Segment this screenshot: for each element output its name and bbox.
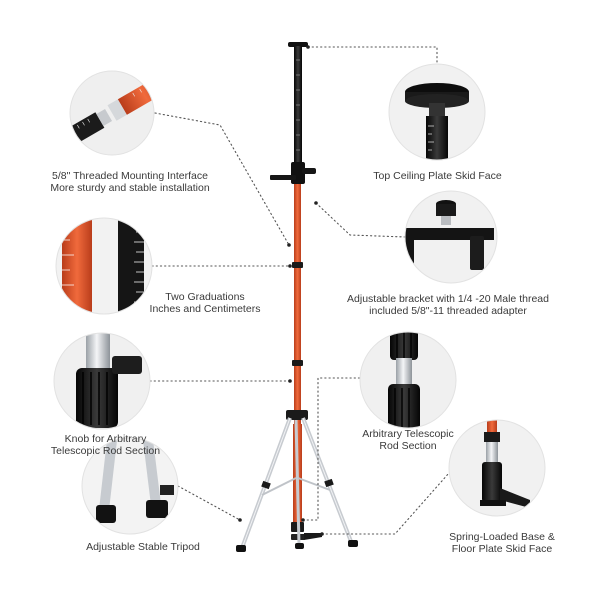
- leader-endpoints: [238, 45, 324, 536]
- caption-bracket: Adjustable bracket with 1/4 -20 Male thr…: [347, 293, 549, 317]
- caption-knob: Knob for Arbitrary Telescopic Rod Sectio…: [50, 433, 161, 457]
- leader-lines: [149, 46, 450, 535]
- floor-plate-icon: [448, 419, 546, 517]
- leader-base: [321, 472, 450, 535]
- caption-ceiling: Top Ceiling Plate Skid Face: [373, 170, 502, 182]
- leader-ceiling: [307, 46, 438, 65]
- leader-bracket: [315, 202, 406, 238]
- lock-knob-icon: [53, 332, 151, 430]
- tripod-feet-icon: [81, 437, 179, 535]
- rod-section-icon: [359, 331, 457, 429]
- caption-rod: Arbitrary Telescopic Rod Section: [362, 428, 454, 452]
- leader-mount: [154, 112, 290, 246]
- caption-mount: 5/8" Threaded Mounting Interface More st…: [50, 170, 210, 194]
- threaded-mount-icon: [69, 70, 155, 156]
- bracket-adapter-icon: [404, 190, 498, 284]
- caption-base: Spring-Loaded Base & Floor Plate Skid Fa…: [449, 531, 555, 555]
- caption-graduations: Two Graduations Inches and Centimeters: [149, 291, 261, 315]
- leader-rod: [302, 377, 361, 521]
- leader-tripod: [177, 485, 241, 521]
- tripod-stand: [236, 410, 358, 552]
- ceiling-plate-icon: [388, 63, 486, 161]
- caption-tripod: Adjustable Stable Tripod: [86, 541, 200, 553]
